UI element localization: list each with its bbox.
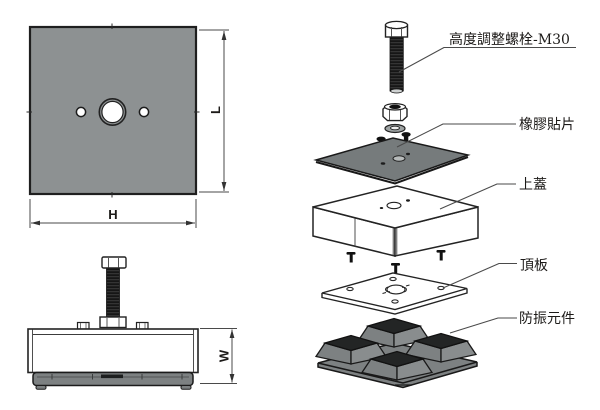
- leader-rubber-pad: [396, 123, 516, 148]
- arrowhead: [186, 220, 195, 226]
- arrowhead: [221, 31, 227, 40]
- arrowhead: [221, 182, 227, 191]
- arrowhead: [229, 374, 235, 383]
- center-thread-hole: [101, 100, 124, 124]
- isolator-bump: [360, 350, 434, 381]
- hex-nut: [382, 103, 408, 122]
- bolt-tip: [390, 88, 403, 94]
- callout-bolt: 高度調整螺栓-M30: [449, 31, 570, 48]
- adjust-nut: [99, 316, 127, 329]
- centerline-ticks: [26, 23, 200, 198]
- isolator-center-mark: [101, 374, 123, 379]
- isolator-bump: [404, 332, 478, 363]
- anti-vibration-element: [314, 317, 478, 389]
- plate-center-cutout: [386, 284, 406, 295]
- dimension-h: H: [29, 199, 197, 228]
- top-plate: [321, 272, 468, 315]
- dim-label-w: W: [217, 349, 232, 362]
- height-adjustment-bolt: [384, 20, 409, 94]
- isolator-bump: [357, 317, 431, 348]
- callouts: 高度調整螺栓-M30 橡膠貼片 上蓋 頂板 防振元件: [396, 31, 576, 334]
- leader-top-plate: [442, 263, 517, 289]
- dimension-w: W: [200, 328, 237, 384]
- top-view: H L: [26, 23, 229, 228]
- nut-hole: [389, 104, 401, 110]
- callout-isolator: 防振元件: [519, 311, 575, 327]
- dim-label-l: L: [208, 106, 223, 114]
- isolator-foot-right: [180, 385, 192, 390]
- callout-top-cover: 上蓋: [519, 177, 547, 193]
- exploded-view: [312, 20, 479, 389]
- plate-screws: [346, 250, 446, 274]
- center-thread-hole-outer: [98, 98, 127, 127]
- isolator-bump: [314, 334, 388, 365]
- rubber-pad: [313, 137, 471, 185]
- dimension-l: L: [199, 29, 229, 193]
- callout-rubber-pad: 橡膠貼片: [519, 117, 575, 133]
- isolator-front: [32, 371, 194, 387]
- top-cover: [312, 185, 479, 257]
- cover-center-hole: [386, 201, 402, 210]
- pad-center-hole: [392, 155, 406, 162]
- side-hole-left: [75, 106, 87, 118]
- top-cover-front: [27, 328, 199, 374]
- washer: [384, 123, 406, 134]
- callout-top-plate: 頂板: [520, 258, 548, 274]
- bolt-head: [101, 256, 127, 269]
- isolator-ticks: [51, 374, 183, 380]
- isolator-foot-left: [35, 385, 47, 390]
- leader-bolt: [398, 47, 576, 73]
- arrowhead: [229, 329, 235, 338]
- side-hole-right: [138, 106, 150, 118]
- dim-label-h: H: [108, 207, 117, 222]
- bolt-shaft: [106, 264, 120, 320]
- front-view: W: [27, 256, 237, 390]
- leader-isolator: [449, 317, 517, 334]
- leader-top-cover: [439, 183, 516, 210]
- arrowhead: [31, 220, 40, 226]
- bolt-shaft: [389, 32, 404, 92]
